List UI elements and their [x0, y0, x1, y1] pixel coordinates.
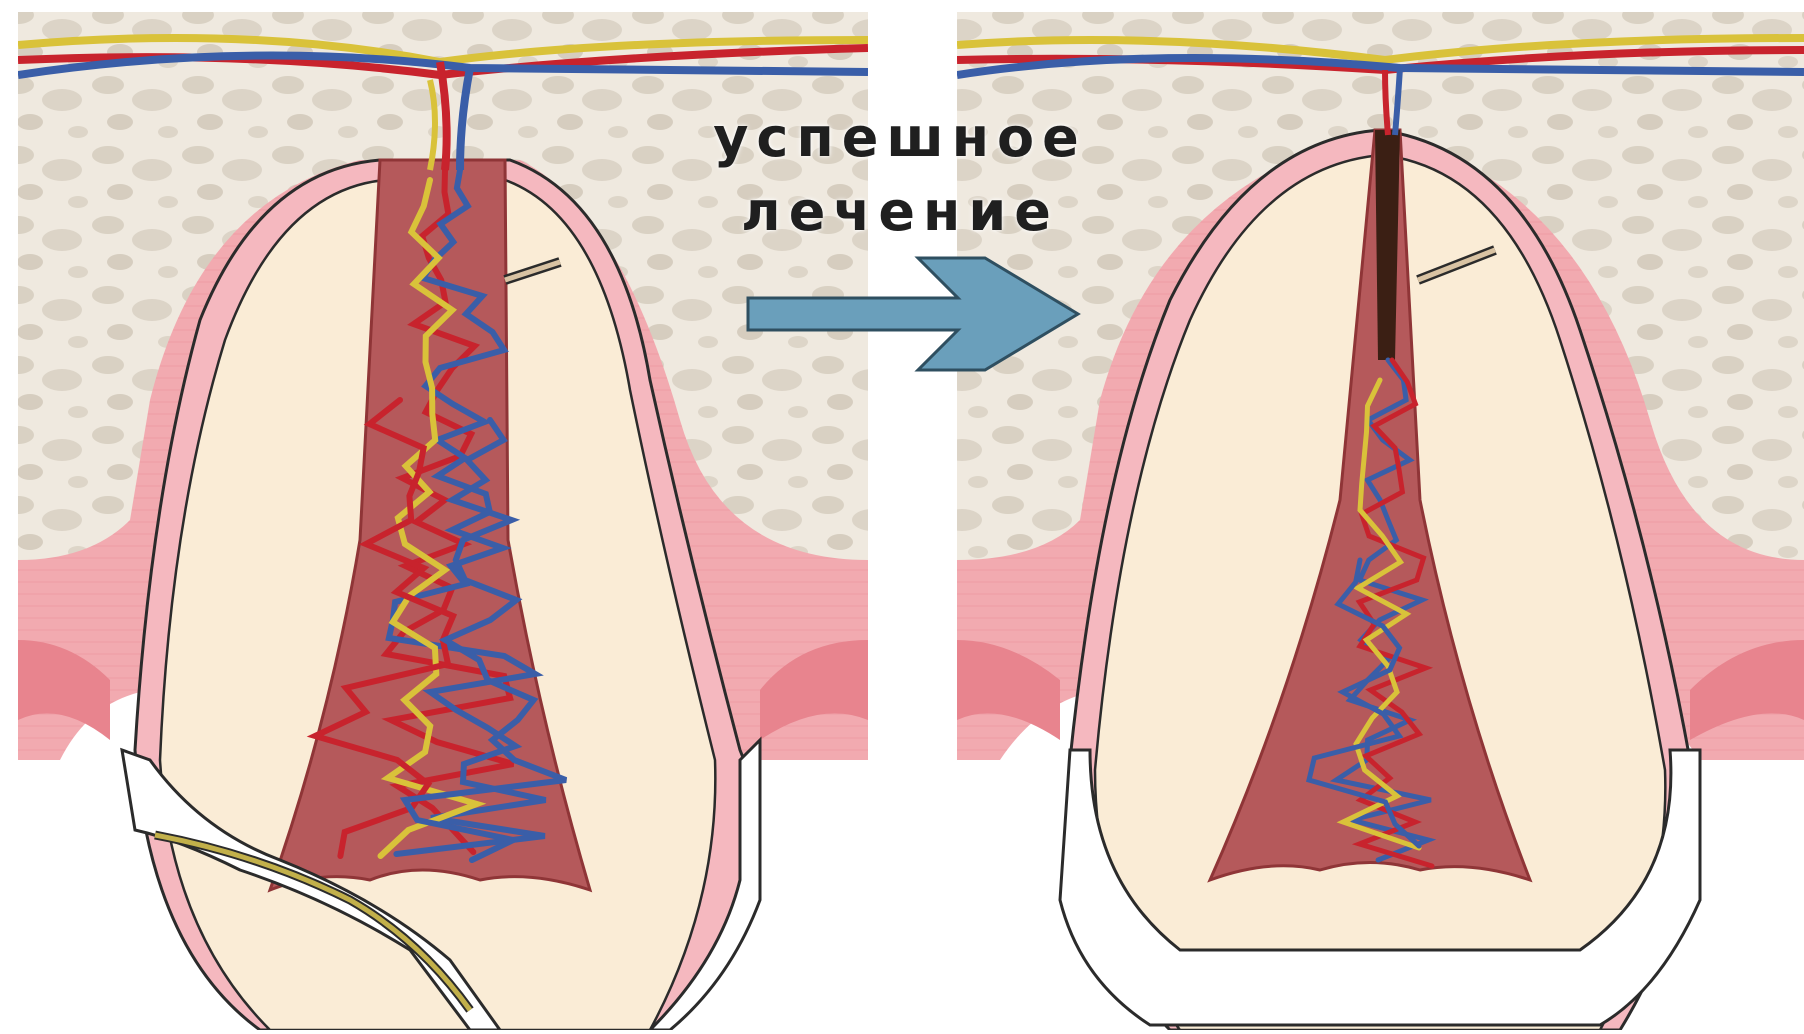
caption-line-1: успешное: [600, 106, 1200, 169]
caption-line-2: лечение: [600, 180, 1200, 243]
artery-descend-after: [1385, 70, 1388, 135]
